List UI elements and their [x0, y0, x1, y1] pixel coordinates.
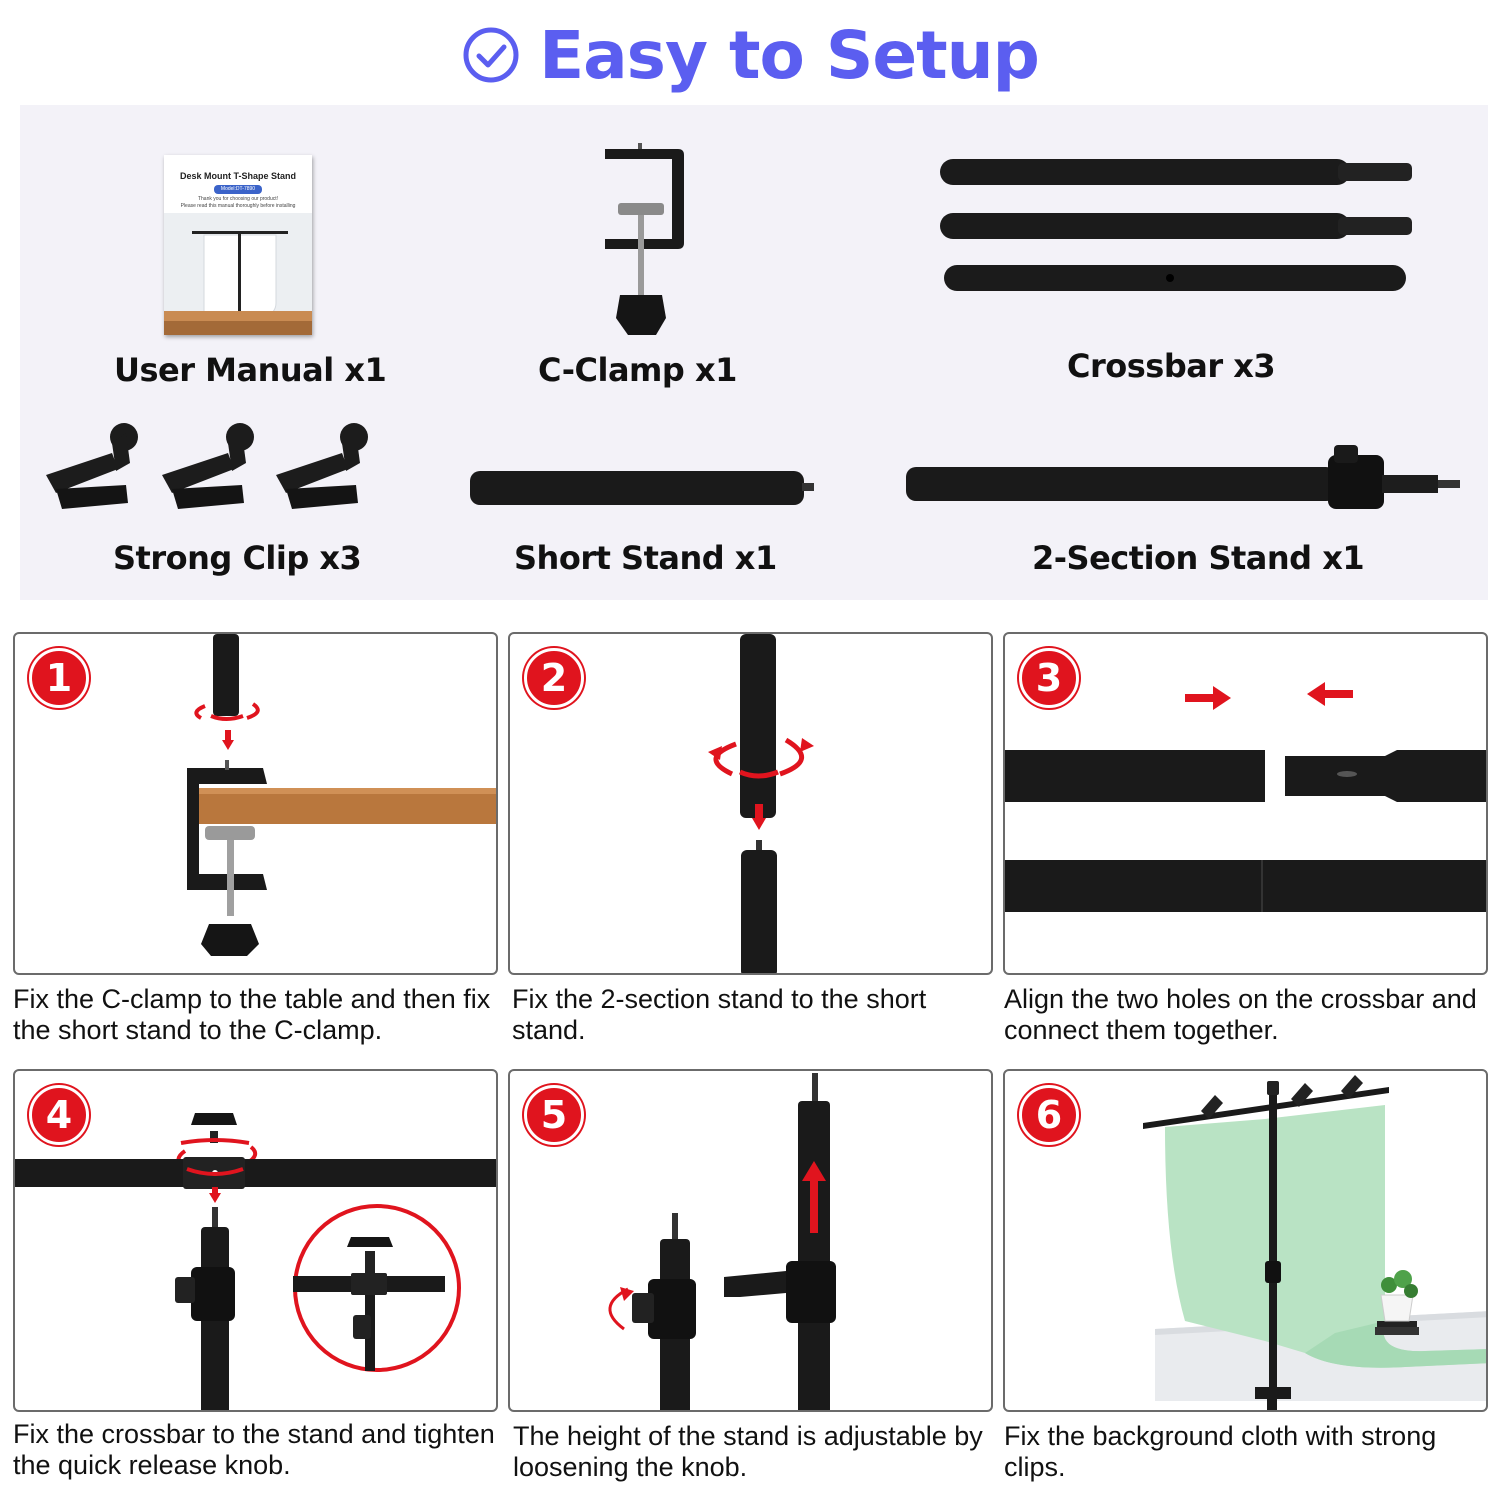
step-4-panel: 4: [13, 1069, 498, 1412]
step-1-illustration: [187, 634, 496, 956]
part-label-c-clamp: C-Clamp x1: [538, 351, 737, 389]
c-clamp-image: [605, 143, 684, 335]
manual-title: Desk Mount T-Shape Stand: [179, 171, 296, 181]
manual-line-1: Thank you for choosing our product!: [197, 196, 279, 202]
part-label-two-section-stand: 2-Section Stand x1: [1032, 539, 1365, 577]
step-3-caption: Align the two holes on the crossbar and …: [1004, 984, 1477, 1045]
step-6-illustration: [1143, 1075, 1486, 1410]
step-1-badge: 1: [29, 648, 89, 708]
step-5-illustration: [608, 1073, 836, 1410]
check-circle-icon: [463, 27, 519, 83]
step-1-panel: 1: [13, 632, 498, 975]
manual-cover-picture: [164, 213, 312, 335]
step-5-panel: 5: [508, 1069, 993, 1412]
step-2-panel: 2: [508, 632, 993, 975]
step-4-caption: Fix the crossbar to the stand and tighte…: [13, 1419, 495, 1480]
part-label-user-manual: User Manual x1: [114, 351, 387, 389]
step-2-caption: Fix the 2-section stand to the short sta…: [512, 984, 927, 1045]
step-6-badge: 6: [1019, 1085, 1079, 1145]
step-5-badge: 5: [524, 1085, 584, 1145]
step-3-panel: 3: [1003, 632, 1488, 975]
clip-icon: [46, 423, 138, 509]
manual-line-2: Please read this manual thoroughly befor…: [180, 203, 296, 209]
step-6-caption: Fix the background cloth with strong cli…: [1004, 1421, 1437, 1482]
strong-clips-image: [46, 423, 368, 509]
step-4-badge: 4: [29, 1085, 89, 1145]
short-stand-image: [470, 471, 814, 505]
step-4-illustration: [15, 1113, 496, 1410]
step-1-caption: Fix the C-clamp to the table and then fi…: [13, 984, 491, 1045]
user-manual-image: Desk Mount T-Shape Stand Model:DT-7890 T…: [164, 155, 312, 335]
page-header: Easy to Setup: [0, 10, 1500, 100]
step-2-badge: 2: [524, 648, 584, 708]
step-5-caption: The height of the stand is adjustable by…: [513, 1421, 983, 1482]
manual-model: Model:DT-7890: [214, 185, 262, 194]
step-3-illustration: [1005, 682, 1486, 912]
step-6-panel: 6: [1003, 1069, 1488, 1412]
crossbars-image: [940, 159, 1412, 291]
parts-list-panel: Desk Mount T-Shape Stand Model:DT-7890 T…: [20, 105, 1488, 600]
step-3-badge: 3: [1019, 648, 1079, 708]
part-label-short-stand: Short Stand x1: [514, 539, 777, 577]
step-2-illustration: [708, 634, 814, 973]
page-title: Easy to Setup: [539, 16, 1040, 94]
two-section-stand-image: [906, 445, 1460, 509]
part-label-strong-clip: Strong Clip x3: [113, 539, 362, 577]
part-label-crossbar: Crossbar x3: [1067, 347, 1276, 385]
